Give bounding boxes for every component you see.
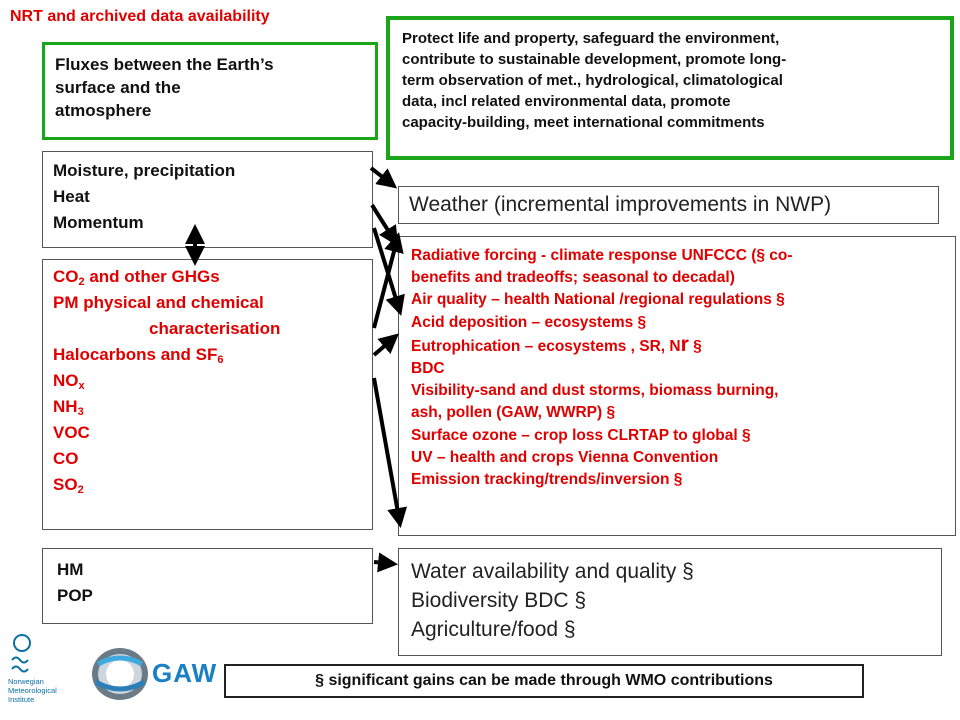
gas-voc: VOC: [53, 423, 90, 442]
gas-co2: CO2 and other GHGs: [53, 267, 220, 288]
impact-line: Eutrophication – ecosystems , SR, Nr §: [411, 332, 702, 356]
protect-line: term observation of met., hydrological, …: [402, 72, 783, 89]
hm-line: POP: [57, 586, 93, 605]
footnote-box: § significant gains can be made through …: [224, 664, 864, 698]
met-institute-icon: [11, 634, 31, 673]
page-title: NRT and archived data availability: [10, 8, 270, 25]
protect-line: Protect life and property, safeguard the…: [402, 30, 780, 47]
arrow-gases-weather: [372, 232, 404, 329]
arrow-hm-water: [373, 552, 398, 573]
gaw-logo: GAW: [88, 644, 218, 704]
moisture-line: Momentum: [53, 213, 144, 232]
gas-pm-cont: characterisation: [149, 319, 281, 338]
impact-line: benefits and tradeoffs; seasonal to deca…: [411, 269, 735, 287]
moisture-box: Moisture, precipitation Heat Momentum: [42, 151, 373, 248]
gases-box: CO2 and other GHGs PM physical and chemi…: [42, 259, 373, 530]
water-line: Agriculture/food §: [411, 618, 576, 641]
impact-line: Emission tracking/trends/inversion §: [411, 471, 683, 489]
impacts-box: Radiative forcing - climate response UNF…: [398, 236, 956, 536]
arrow-moisture-weather: [369, 166, 398, 189]
arrow-gases-emission: [372, 377, 408, 528]
fluxes-line: surface and the: [55, 78, 181, 97]
weather-box: Weather (incremental improvements in NWP…: [398, 186, 939, 224]
gaw-wordmark: GAW: [152, 658, 218, 688]
impact-line: UV – health and crops Vienna Convention: [411, 448, 719, 466]
protect-box: Protect life and property, safeguard the…: [386, 16, 954, 160]
impact-line: Visibility-sand and dust storms, biomass…: [411, 382, 779, 400]
met-institute-caption: Norwegian Meteorological Institute: [8, 677, 57, 704]
gas-nox: NOx: [53, 371, 85, 392]
hm-line: HM: [57, 560, 84, 579]
gaw-globe-icon: [92, 648, 148, 700]
protect-line: capacity-building, meet international co…: [402, 114, 765, 131]
impact-line: Air quality – health National /regional …: [411, 291, 785, 309]
gas-co: CO: [53, 449, 79, 468]
hm-box: HM POP: [42, 548, 373, 624]
protect-line: data, incl related environmental data, p…: [402, 93, 731, 110]
moisture-line: Moisture, precipitation: [53, 161, 236, 180]
gas-halocarbons: Halocarbons and SF6: [53, 345, 224, 366]
fluxes-line: Fluxes between the Earth’s: [55, 55, 274, 74]
arrow-gases-impacts: [372, 333, 400, 357]
gas-so2: SO2: [53, 475, 84, 496]
moisture-line: Heat: [53, 187, 90, 206]
impact-line: BDC: [411, 360, 445, 378]
gas-nh3: NH3: [53, 397, 84, 418]
impact-line: Acid deposition – ecosystems §: [411, 313, 647, 331]
impact-line: Radiative forcing - climate response UNF…: [411, 247, 793, 264]
arrow-moisture-impacts-2: [372, 227, 405, 316]
impact-line: ash, pollen (GAW, WWRP) §: [411, 404, 616, 422]
water-box: Water availability and quality § Biodive…: [398, 548, 942, 656]
fluxes-line: atmosphere: [55, 101, 152, 120]
protect-line: contribute to sustainable development, p…: [402, 51, 787, 68]
fluxes-box: Fluxes between the Earth’s surface and t…: [42, 42, 378, 140]
gas-pm: PM physical and chemical: [53, 293, 264, 312]
water-line: Water availability and quality §: [411, 560, 694, 583]
impact-line: Surface ozone – crop loss CLRTAP to glob…: [411, 426, 751, 444]
water-line: Biodiversity BDC §: [411, 589, 587, 612]
met-institute-logo: Norwegian Meteorological Institute: [8, 633, 68, 715]
